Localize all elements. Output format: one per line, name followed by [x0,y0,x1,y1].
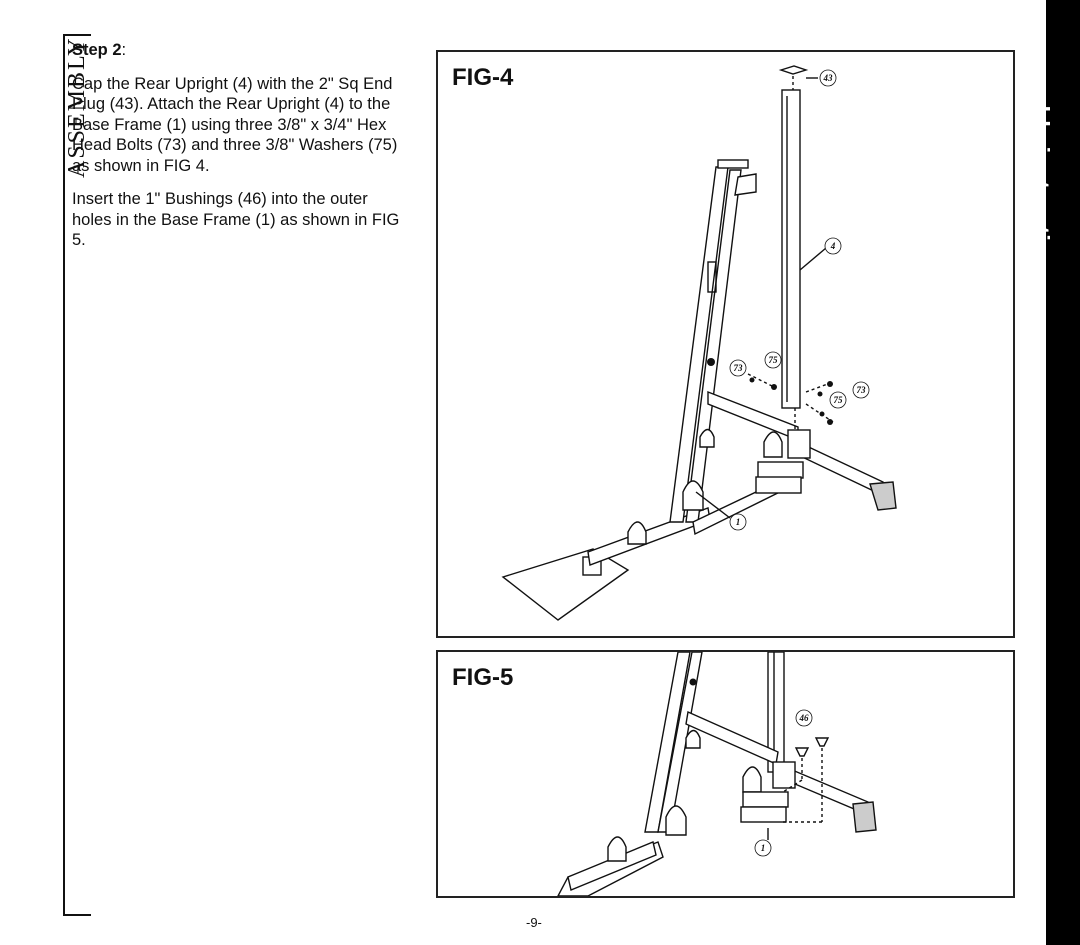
figure-5-label: FIG-5 [452,664,514,691]
callout-1: 1 [736,517,741,527]
callout-75-right: 75 [834,395,844,405]
callout-73-right: 73 [857,385,867,395]
callout-73-left: 73 [734,363,744,373]
callout-1-fig5: 1 [761,843,766,853]
instruction-paragraph-2: Insert the 1" Bushings (46) into the out… [72,190,400,249]
section-tab-label: assembly instructions [1026,30,1054,284]
figure-4: FIG-4 [436,50,1015,638]
instruction-text: Step 2: Cap the Rear Upright (4) with th… [72,40,402,264]
figure-5: FIG-5 [436,650,1015,898]
callout-43: 43 [823,73,834,83]
section-bracket [63,34,91,916]
figure-4-drawing: 43 4 73 75 75 73 1 [501,65,897,621]
figure-5-drawing: 46 1 [557,652,877,896]
callout-75-left: 75 [769,355,779,365]
callout-46: 46 [799,713,810,723]
step-heading: Step 2: [72,41,127,59]
callout-4: 4 [830,241,836,251]
section-tab: assembly instructions [1026,0,1080,945]
instruction-paragraph-1: Cap the Rear Upright (4) with the 2" Sq … [72,74,398,175]
page-number: -9- [526,915,542,930]
figure-4-label: FIG-4 [452,64,514,91]
